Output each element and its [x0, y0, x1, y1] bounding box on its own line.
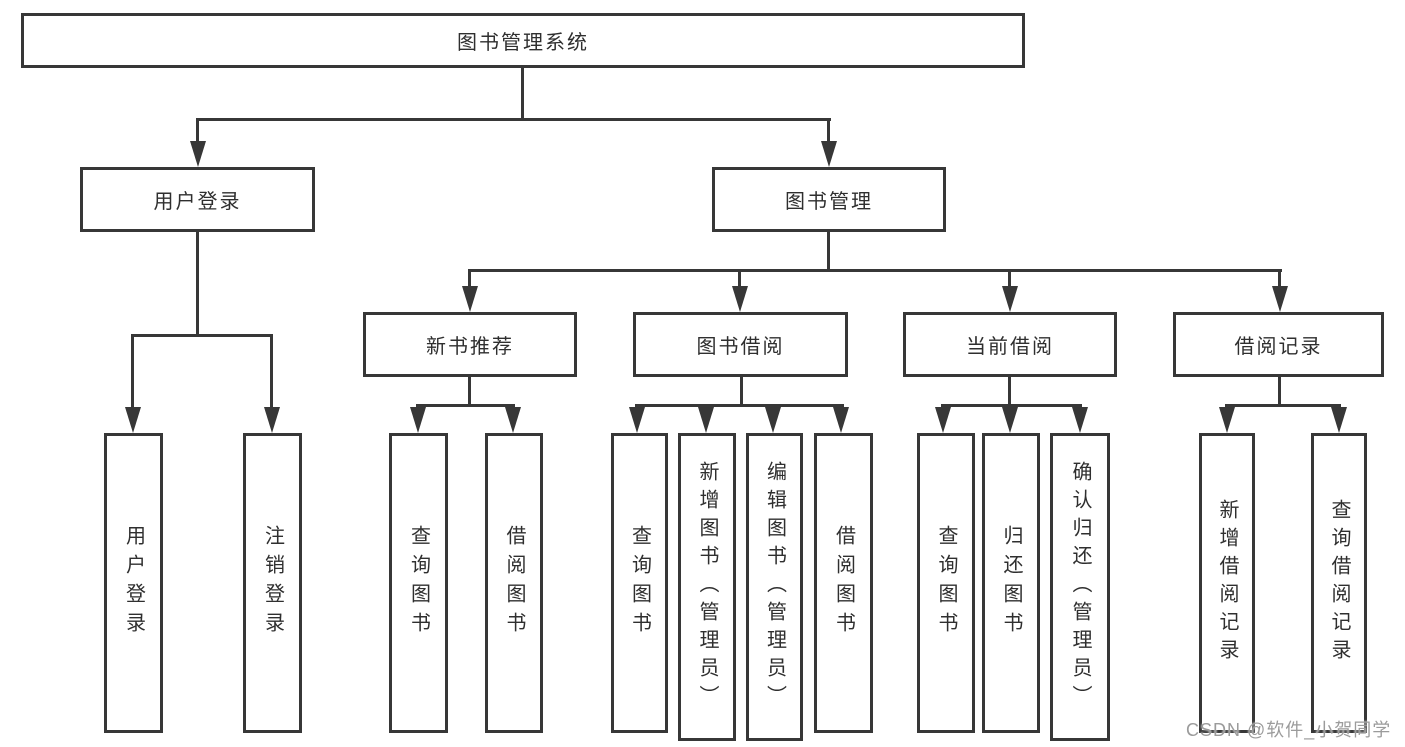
- arrowhead: [410, 407, 426, 433]
- connector-segment: [468, 377, 471, 407]
- node-book-borrow: 图书借阅: [633, 312, 848, 377]
- arrowhead: [1072, 407, 1088, 433]
- connector-segment: [196, 118, 831, 121]
- arrowhead: [935, 407, 951, 433]
- leaf-add-books-admin: 新增图书（管理员）: [678, 433, 736, 741]
- connector-segment: [738, 271, 741, 289]
- connector-segment: [1008, 377, 1011, 407]
- leaf-label: 查询借阅记录: [1328, 499, 1350, 667]
- leaf-borrow-books-recommend: 借阅图书: [485, 433, 543, 733]
- connector-segment: [1225, 404, 1341, 407]
- connector-segment: [941, 404, 1082, 407]
- connector-segment: [196, 120, 199, 145]
- arrowhead: [1272, 286, 1288, 312]
- leaf-edit-books-admin: 编辑图书（管理员）: [746, 433, 803, 741]
- leaf-add-borrow-record: 新增借阅记录: [1199, 433, 1255, 733]
- leaf-label: 确认归还（管理员）: [1069, 461, 1091, 713]
- node-label: 图书借阅: [696, 336, 785, 358]
- node-label: 用户登录: [153, 191, 242, 213]
- leaf-label: 借阅图书: [832, 525, 855, 641]
- leaf-label: 查询图书: [935, 525, 957, 641]
- leaf-label: 新增图书（管理员）: [696, 461, 718, 713]
- leaf-query-books-recommend: 查询图书: [389, 433, 448, 733]
- node-label: 新书推荐: [426, 336, 514, 358]
- leaf-query-borrow-record: 查询借阅记录: [1311, 433, 1367, 733]
- leaf-label: 归还图书: [1000, 525, 1022, 641]
- node-label: 当前借阅: [966, 336, 1054, 358]
- arrowhead: [765, 407, 781, 433]
- connector-segment: [196, 232, 199, 337]
- arrowhead: [1219, 407, 1235, 433]
- arrowhead: [125, 407, 141, 433]
- arrowhead: [264, 407, 280, 433]
- connector-segment: [270, 336, 273, 409]
- connector-segment: [1008, 271, 1011, 289]
- arrowhead: [629, 407, 645, 433]
- connector-segment: [740, 377, 743, 407]
- arrowhead: [462, 286, 478, 312]
- connector-segment: [131, 336, 134, 409]
- arrowhead: [698, 407, 714, 433]
- connector-segment: [827, 232, 830, 271]
- leaf-label: 查询图书: [628, 525, 651, 641]
- node-label: 借阅记录: [1234, 336, 1323, 358]
- node-borrow-records: 借阅记录: [1173, 312, 1384, 377]
- node-user-login: 用户登录: [80, 167, 315, 232]
- connector-segment: [1278, 271, 1281, 289]
- leaf-query-books-current: 查询图书: [917, 433, 975, 733]
- leaf-user-login: 用户登录: [104, 433, 163, 733]
- leaf-logout: 注销登录: [243, 433, 302, 733]
- arrowhead: [821, 141, 837, 167]
- arrowhead: [505, 407, 521, 433]
- node-system-root: 图书管理系统: [21, 13, 1025, 68]
- leaf-borrow-books: 借阅图书: [814, 433, 873, 733]
- leaf-confirm-return-admin: 确认归还（管理员）: [1050, 433, 1110, 741]
- connector-segment: [1278, 377, 1281, 407]
- arrowhead: [833, 407, 849, 433]
- node-label: 图书管理: [785, 191, 873, 213]
- node-current-borrow: 当前借阅: [903, 312, 1117, 377]
- leaf-label: 编辑图书（管理员）: [763, 461, 786, 713]
- csdn-watermark: CSDN @软件_小贺同学: [1186, 720, 1392, 740]
- connector-segment: [827, 120, 830, 145]
- node-new-book-recommend: 新书推荐: [363, 312, 577, 377]
- connector-segment: [521, 68, 524, 120]
- leaf-label: 用户登录: [122, 525, 145, 641]
- leaf-label: 借阅图书: [503, 525, 525, 641]
- connector-segment: [635, 404, 844, 407]
- connector-segment: [468, 271, 471, 289]
- leaf-return-books: 归还图书: [982, 433, 1040, 733]
- leaf-query-books-borrow: 查询图书: [611, 433, 668, 733]
- arrowhead: [1331, 407, 1347, 433]
- leaf-label: 新增借阅记录: [1216, 499, 1238, 667]
- arrowhead: [732, 286, 748, 312]
- node-label: 图书管理系统: [457, 32, 589, 54]
- leaf-label: 查询图书: [407, 525, 430, 641]
- arrowhead: [1002, 286, 1018, 312]
- node-book-management: 图书管理: [712, 167, 946, 232]
- arrowhead: [190, 141, 206, 167]
- connector-segment: [416, 404, 515, 407]
- arrowhead: [1002, 407, 1018, 433]
- connector-segment: [131, 334, 273, 337]
- connector-segment: [468, 269, 1282, 272]
- leaf-label: 注销登录: [261, 525, 284, 641]
